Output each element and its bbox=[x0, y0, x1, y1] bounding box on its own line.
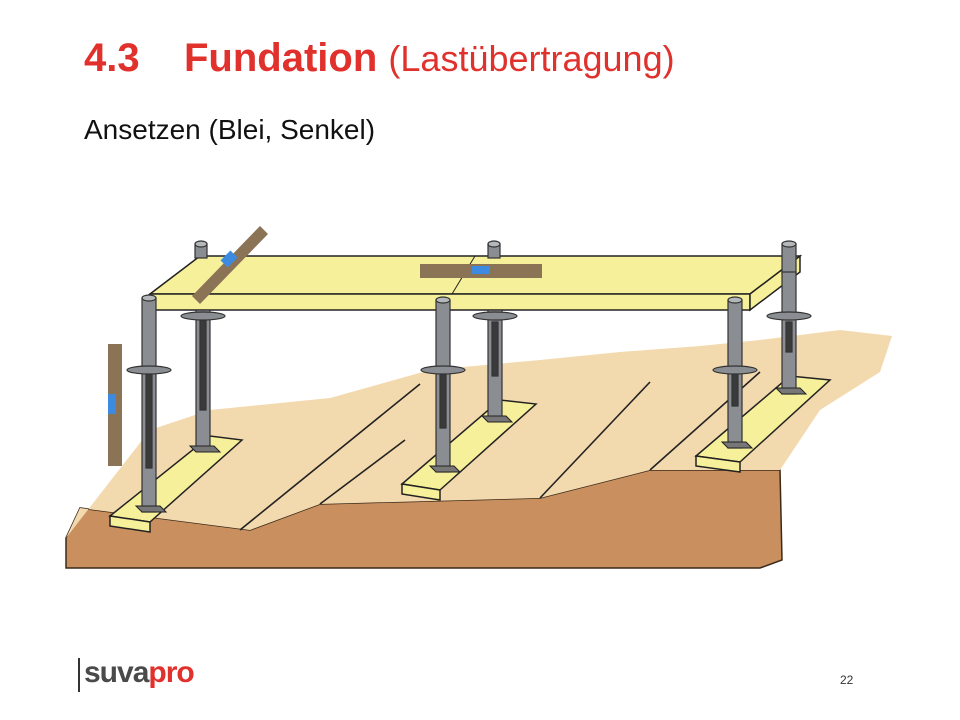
title-main: Fundation bbox=[184, 36, 378, 80]
title-paren: (Lastübertragung) bbox=[388, 38, 675, 79]
slide-subtitle: Ansetzen (Blei, Senkel) bbox=[84, 114, 376, 145]
spirit-level-diagonal bbox=[192, 226, 268, 304]
slide-title: 4.3 Fundation (Lastübertragung) bbox=[84, 36, 675, 81]
logo-text-pro: pro bbox=[148, 656, 194, 689]
adjustable-posts bbox=[126, 240, 812, 513]
page-number: 22 bbox=[840, 673, 854, 687]
suvapro-logo: suvapro bbox=[78, 656, 195, 692]
plumb-ruler-vertical bbox=[108, 344, 122, 466]
base-plates bbox=[134, 387, 808, 513]
section-number: 4.3 bbox=[84, 36, 140, 80]
logo-text-suva: suva bbox=[84, 656, 149, 689]
spirit-level-horizontal bbox=[420, 264, 542, 278]
